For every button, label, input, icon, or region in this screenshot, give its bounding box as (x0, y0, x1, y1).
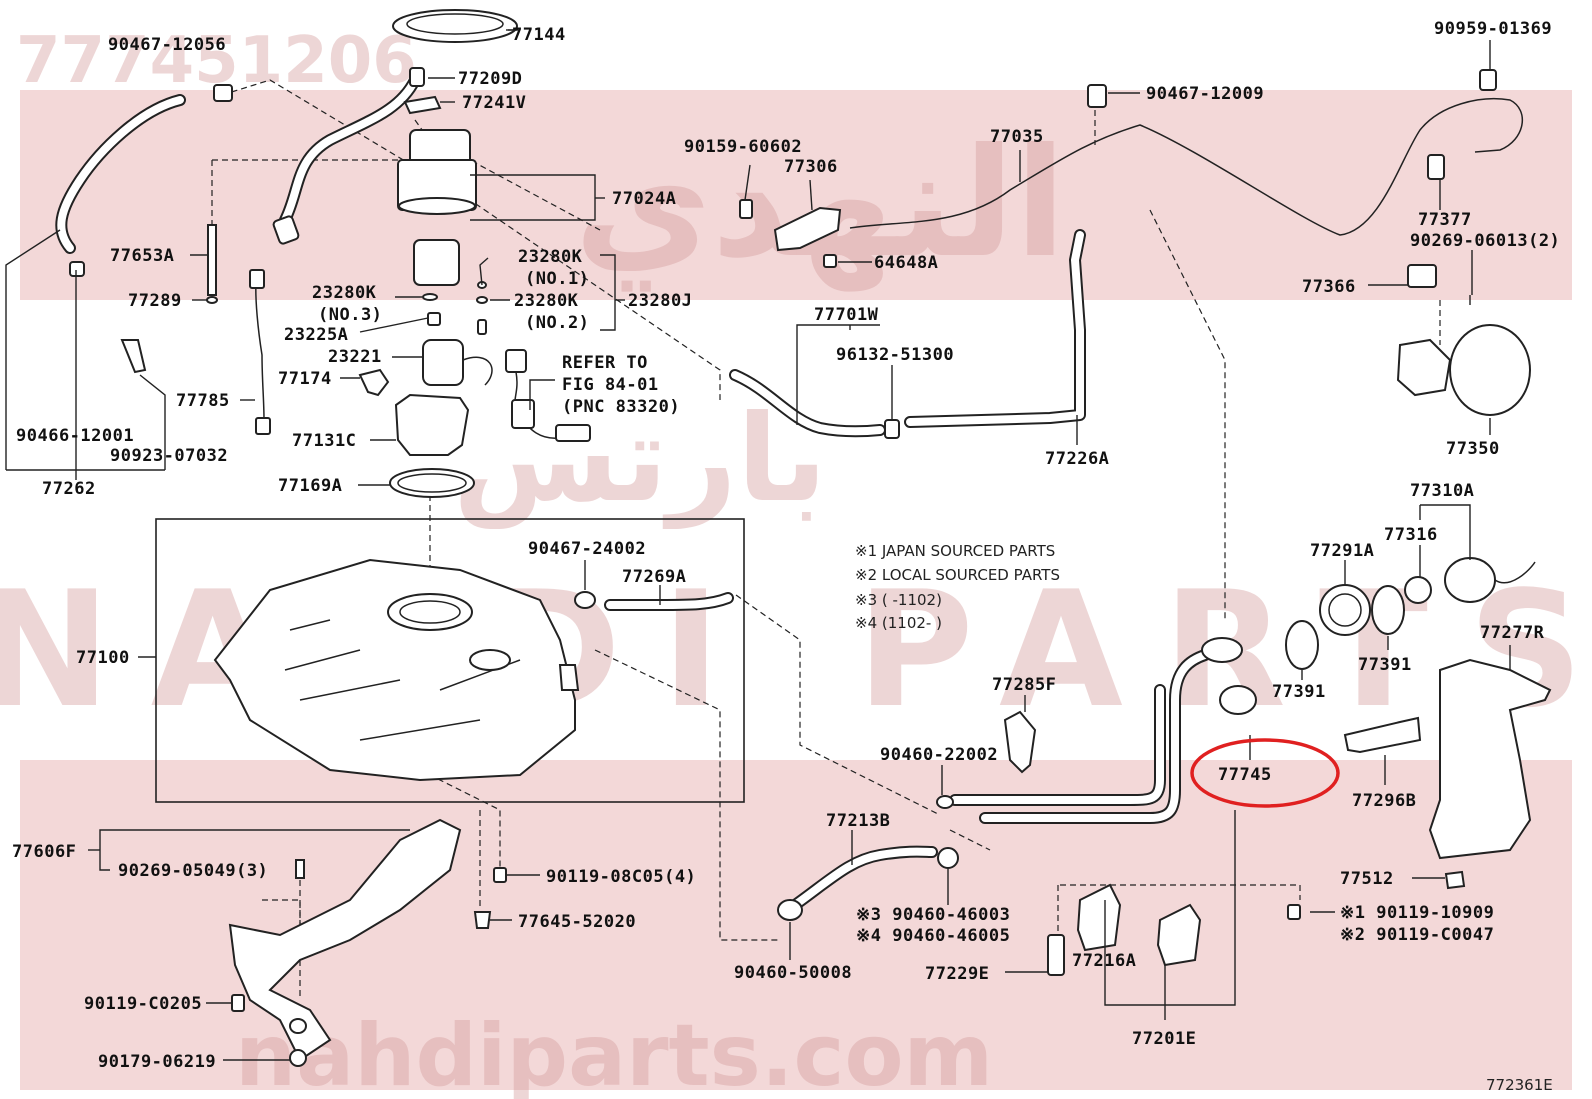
label-77377[interactable]: 77377 (1418, 210, 1472, 230)
label-77291A[interactable]: 77291A (1310, 541, 1374, 561)
refer-line-2: FIG 84-01 (562, 375, 659, 395)
watermark-site: nahdiparts.com (235, 1006, 993, 1099)
label-90159-60602[interactable]: 90159-60602 (684, 137, 802, 157)
label-77035[interactable]: 77035 (990, 127, 1044, 147)
label-90460-46005[interactable]: ※4 90460-46005 (856, 926, 1010, 946)
label-77310A[interactable]: 77310A (1410, 481, 1474, 501)
label-77174[interactable]: 77174 (278, 369, 332, 389)
label-77785[interactable]: 77785 (176, 391, 230, 411)
label-77269A[interactable]: 77269A (622, 567, 686, 587)
label-90460-46003[interactable]: ※3 90460-46003 (856, 905, 1010, 925)
label-77350[interactable]: 77350 (1446, 439, 1500, 459)
label-77391-left[interactable]: 77391 (1272, 682, 1326, 702)
label-23225A[interactable]: 23225A (284, 325, 348, 345)
label-90179-06219[interactable]: 90179-06219 (98, 1052, 216, 1072)
label-90467-12009[interactable]: 90467-12009 (1146, 84, 1264, 104)
label-90467-24002[interactable]: 90467-24002 (528, 539, 646, 559)
label-77316[interactable]: 77316 (1384, 525, 1438, 545)
label-77296B[interactable]: 77296B (1352, 791, 1416, 811)
label-90119-C0205[interactable]: 90119-C0205 (84, 994, 202, 1014)
label-96132-51300[interactable]: 96132-51300 (836, 345, 954, 365)
label-77366[interactable]: 77366 (1302, 277, 1356, 297)
watermark-band-bottom (20, 760, 1572, 1090)
label-77209D[interactable]: 77209D (458, 69, 522, 89)
label-77289[interactable]: 77289 (128, 291, 182, 311)
label-77701W[interactable]: 77701W (814, 305, 879, 325)
label-90269-06013[interactable]: 90269-06013(2) (1410, 231, 1560, 251)
label-23280K-no2[interactable]: 23280K (514, 291, 579, 311)
refer-line-3: (PNC 83320) (562, 397, 680, 417)
label-77229E[interactable]: 77229E (925, 964, 989, 984)
label-90269-05049[interactable]: 90269-05049(3) (118, 861, 268, 881)
label-77131C[interactable]: 77131C (292, 431, 356, 451)
watermark-arabic: النهدي (574, 117, 1066, 292)
label-77213B[interactable]: 77213B (826, 811, 890, 831)
label-77653A[interactable]: 77653A (110, 246, 174, 266)
label-77306[interactable]: 77306 (784, 157, 838, 177)
label-77512[interactable]: 77512 (1340, 869, 1394, 889)
tank-box-frame (155, 518, 745, 803)
label-77391-right[interactable]: 77391 (1358, 655, 1412, 675)
part-labels: 90467-12056 77144 77209D 77241V 77024A 7… (12, 19, 1560, 1094)
label-77201E[interactable]: 77201E (1132, 1029, 1196, 1049)
label-no3: (NO.3) (318, 305, 382, 325)
label-90959-01369[interactable]: 90959-01369 (1434, 19, 1552, 39)
label-77285F[interactable]: 77285F (992, 675, 1056, 695)
label-77606F[interactable]: 77606F (12, 842, 76, 862)
refer-line-1: REFER TO (562, 353, 648, 373)
label-77144[interactable]: 77144 (512, 25, 566, 45)
note-japan-sourced: ※1 JAPAN SOURCED PARTS (855, 542, 1055, 560)
label-90119-10909[interactable]: ※1 90119-10909 (1340, 903, 1494, 923)
label-77277R[interactable]: 77277R (1480, 623, 1545, 643)
note-date-range-4: ※4 (1102- ) (855, 614, 942, 632)
diagram-code: 772361E (1486, 1076, 1553, 1094)
note-local-sourced: ※2 LOCAL SOURCED PARTS (855, 566, 1060, 584)
label-77645-52020[interactable]: 77645-52020 (518, 912, 636, 932)
label-90466-12001[interactable]: 90466-12001 (16, 426, 134, 446)
label-90119-08C05[interactable]: 90119-08C05(4) (546, 867, 696, 887)
label-77024A[interactable]: 77024A (612, 189, 676, 209)
label-77745-highlighted[interactable]: 77745 (1218, 765, 1272, 785)
label-90923-07032[interactable]: 90923-07032 (110, 446, 228, 466)
highlight-ellipse-77745 (1190, 738, 1340, 808)
label-77226A[interactable]: 77226A (1045, 449, 1109, 469)
label-23280K-no1[interactable]: 23280K (518, 247, 583, 267)
label-90460-22002[interactable]: 90460-22002 (880, 745, 998, 765)
label-90467-12056[interactable]: 90467-12056 (108, 35, 226, 55)
note-date-range-3: ※3 ( -1102) (855, 591, 942, 609)
label-90460-50008[interactable]: 90460-50008 (734, 963, 852, 983)
label-23280J[interactable]: 23280J (628, 291, 692, 311)
watermark-band-top (20, 90, 1572, 300)
label-77216A[interactable]: 77216A (1072, 951, 1136, 971)
label-23280K-no3[interactable]: 23280K (312, 283, 377, 303)
leader-lines (5, 29, 1511, 1061)
label-90119-C0047[interactable]: ※2 90119-C0047 (1340, 925, 1494, 945)
label-77241V[interactable]: 77241V (462, 93, 526, 113)
label-no2: (NO.2) (525, 313, 589, 333)
label-64648A[interactable]: 64648A (874, 253, 938, 273)
label-77169A[interactable]: 77169A (278, 476, 342, 496)
parts-drawings (55, 9, 1552, 1067)
label-no1: (NO.1) (525, 269, 589, 289)
label-77262[interactable]: 77262 (42, 479, 96, 499)
label-77100[interactable]: 77100 (76, 648, 130, 668)
label-23221[interactable]: 23221 (328, 347, 382, 367)
